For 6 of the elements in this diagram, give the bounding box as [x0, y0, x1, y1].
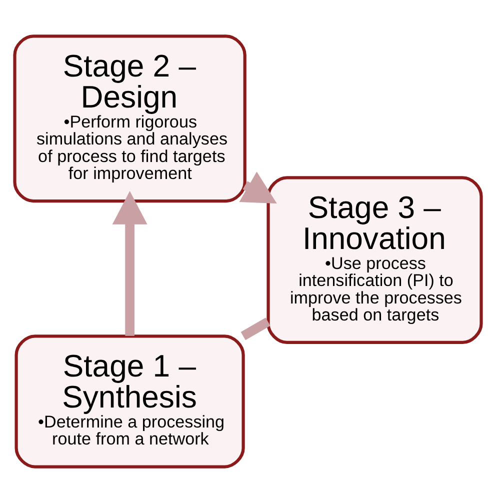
- node-box: Stage 2 – Design •Perform rigorous simulations and analyses of process to find targets for improvement: [13, 34, 246, 202]
- connector: [240, 317, 270, 340]
- node-box: Stage 3 – Innovation •Use process intensification (PI) to improve the processes based on targets: [266, 176, 483, 344]
- arrow: [239, 171, 277, 204]
- arrow: [112, 190, 148, 336]
- node-box: Stage 1 – Synthesis •Determine a processing route from a network: [14, 334, 245, 468]
